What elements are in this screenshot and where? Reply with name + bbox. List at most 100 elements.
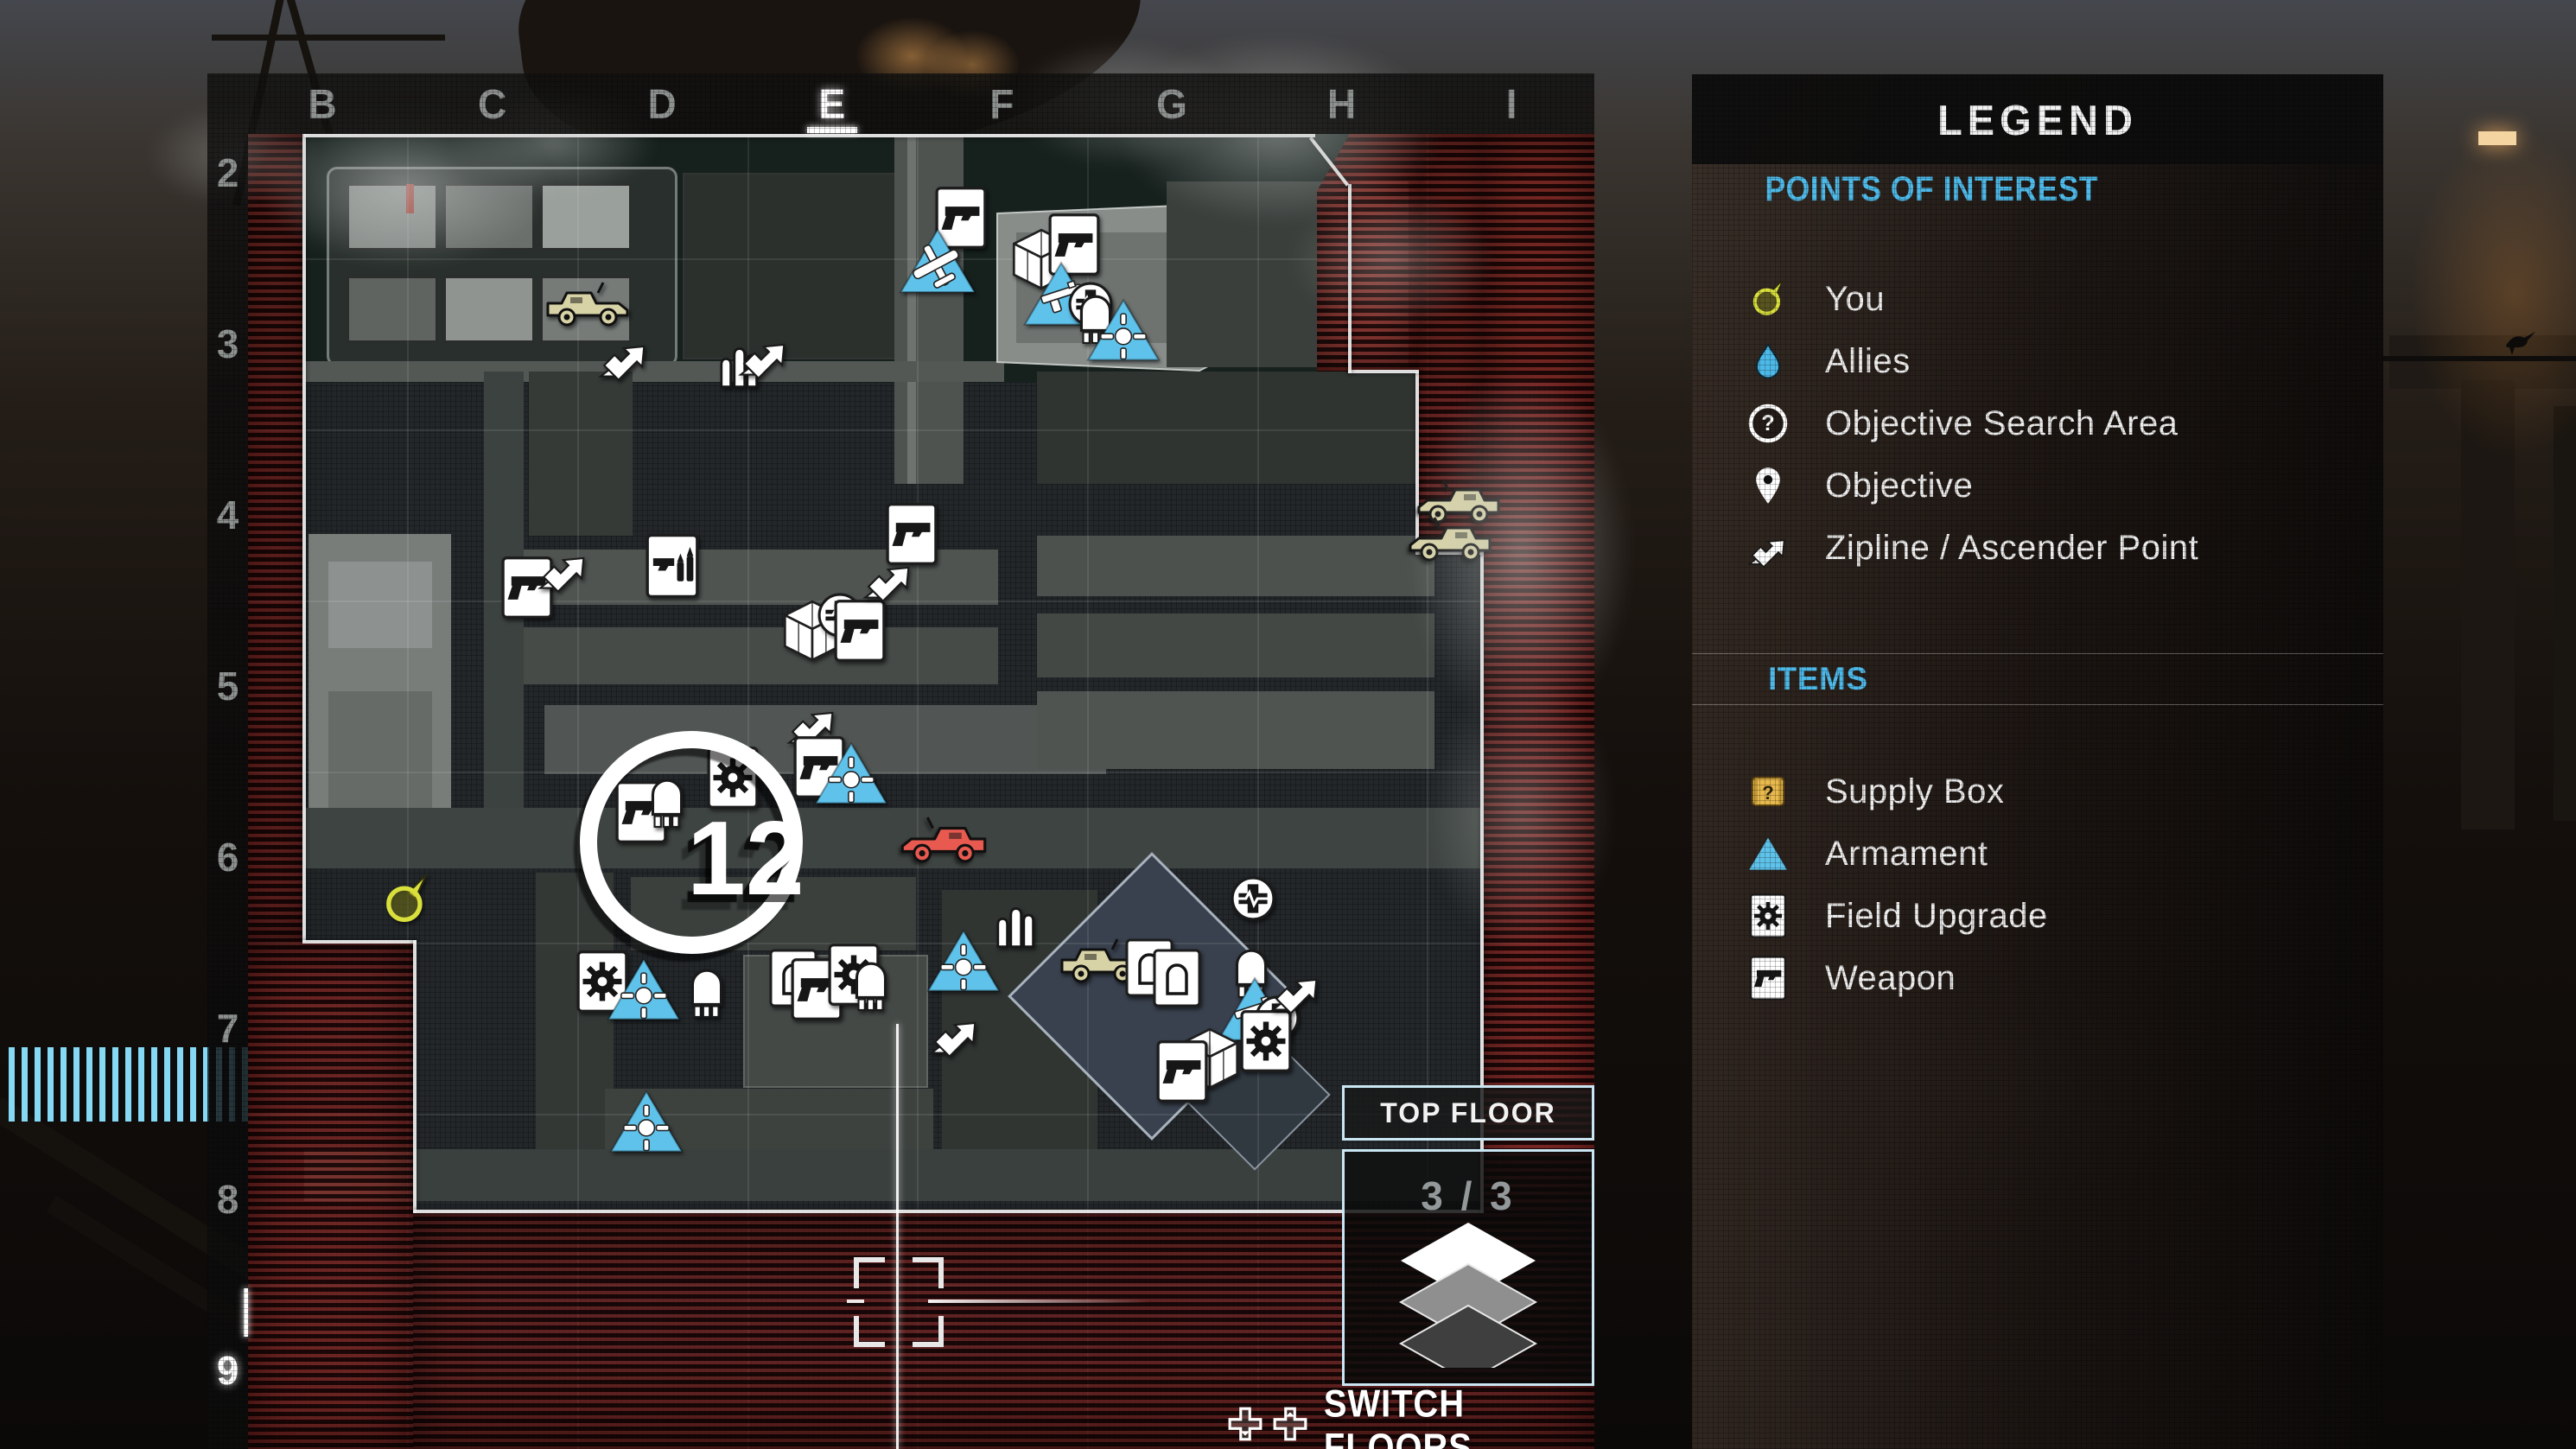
legend-item-label: You	[1825, 279, 1885, 318]
grid-row-4: 4	[216, 493, 239, 537]
map-icon-gear	[1240, 1009, 1292, 1077]
map-icon-tri-drone	[606, 956, 682, 1027]
grid-column-B: B	[308, 79, 337, 128]
grid-row-9: 9	[216, 1348, 239, 1393]
grid-column-E: E	[818, 79, 846, 128]
map-icon-tri-plane	[898, 226, 977, 301]
legend-item-label: Objective Search Area	[1825, 404, 2178, 442]
svg-text:?: ?	[1761, 411, 1774, 435]
map-icon-bullets	[990, 900, 1035, 956]
legend-section-title: ITEMS	[1692, 653, 2383, 705]
grid-column-G: G	[1156, 79, 1187, 128]
grid-row-6: 6	[216, 835, 239, 880]
map-icon-tri-drone	[813, 740, 889, 811]
legend-item-label: Objective	[1825, 466, 1974, 505]
floor-indicator: 3 / 3	[1342, 1149, 1594, 1386]
objective-search-area-marker: 12	[580, 731, 805, 954]
legend-header: LEGEND	[1692, 74, 2383, 164]
legend-item-field-upgrade: Field Upgrade	[1692, 885, 2383, 947]
objective-search-area-icon: ?	[1746, 403, 1790, 444]
map-icon-truck-tan	[544, 281, 631, 332]
map-icon-truck-tan	[1407, 516, 1493, 567]
grid-row-8: 8	[216, 1177, 239, 1222]
map-icon-zipline	[598, 330, 650, 386]
map-icon-plate	[851, 958, 891, 1016]
map-icon-zipline	[929, 1007, 981, 1063]
allies-icon	[1746, 342, 1790, 380]
grid-row-5: 5	[216, 664, 239, 709]
legend-item-objective: Objective	[1692, 454, 2383, 517]
map-icon-zipline	[537, 542, 589, 598]
legend-item-supply-box: ? Supply Box	[1692, 760, 2383, 823]
cursor-vertical-line	[896, 1024, 899, 1449]
switch-floors-label: SWITCH FLOORS	[1323, 1382, 1472, 1449]
zipline-icon	[1746, 525, 1790, 570]
legend-item-armament: Armament	[1692, 823, 2383, 885]
map-icon-tri-drone	[608, 1088, 684, 1160]
dpad-up-icon	[1272, 1406, 1308, 1446]
map-icon-tri-drone	[1085, 296, 1161, 368]
search-area-count: 12	[687, 799, 805, 917]
legend-item-weapon: Weapon	[1692, 947, 2383, 1009]
weapon-icon	[1746, 956, 1790, 1001]
grid-column-F: F	[989, 79, 1014, 128]
legend-item-objective-search-area: ? Objective Search Area	[1692, 392, 2383, 454]
map-icon-weapon	[834, 599, 886, 667]
legend-item-label: Supply Box	[1825, 772, 2005, 810]
grid-column-C: C	[477, 79, 507, 128]
grid-column-I: I	[1505, 79, 1517, 128]
grid-row-7: 7	[216, 1006, 239, 1051]
map-icon-weapon	[1156, 1039, 1208, 1108]
map-icon-weapon	[886, 502, 938, 570]
legend-item-label: Armament	[1825, 834, 1988, 873]
grid-row-3: 3	[216, 321, 239, 366]
map-icon-armor	[1153, 948, 1201, 1013]
legend-item-label: Allies	[1825, 341, 1911, 380]
legend-item-label: Field Upgrade	[1825, 896, 2048, 935]
field-upgrade-icon	[1746, 893, 1790, 938]
active-column-cursor	[806, 127, 857, 133]
map-icon-plate	[1231, 945, 1271, 1003]
map-icon-zipline	[738, 328, 790, 384]
dock-lamp	[2478, 131, 2516, 145]
legend-item-you: You	[1692, 268, 2383, 330]
map-icon-plate	[687, 965, 727, 1023]
bird-silhouette	[2506, 332, 2535, 355]
map-icon-weapon	[935, 186, 987, 254]
map-icon-weapon	[793, 735, 845, 804]
legend-item-allies: Allies	[1692, 330, 2383, 392]
you-marker-icon	[1746, 276, 1790, 321]
cursor-horizontal-stub	[847, 1300, 864, 1303]
legend-item-zipline-ascender-point: Zipline / Ascender Point	[1692, 517, 2383, 579]
floor-stack-icon	[1398, 1223, 1538, 1368]
switch-floors-control[interactable]: SWITCH FLOORS	[1227, 1382, 1590, 1449]
grid-column-D: D	[647, 79, 677, 128]
legend-title: LEGEND	[1937, 95, 2138, 143]
map-icon-ammo	[646, 533, 699, 603]
map-icon-you	[378, 873, 434, 932]
map-icon-zipline	[862, 551, 914, 607]
legend-section-title: POINTS OF INTEREST	[1765, 169, 2099, 208]
floor-panel-header: TOP FLOOR	[1342, 1085, 1594, 1141]
armament-icon	[1746, 831, 1790, 876]
objective-icon	[1746, 466, 1790, 505]
cursor-horizontal-line	[928, 1300, 1149, 1303]
map-icon-tri-drone	[925, 927, 1002, 999]
map-icon-truck-red	[899, 816, 989, 868]
cursor-bracket-reticle	[854, 1257, 944, 1347]
legend-item-label: Weapon	[1825, 958, 1956, 997]
floor-count: 3 / 3	[1421, 1173, 1516, 1218]
map-icon-gear	[576, 950, 628, 1018]
map-icon-med	[1230, 875, 1276, 926]
dpad-down-icon	[1227, 1406, 1263, 1446]
map-icon-zipline	[1270, 963, 1322, 1020]
svg-text:?: ?	[1762, 782, 1773, 804]
map-icon-weapon	[501, 556, 553, 624]
floor-panel-title: TOP FLOOR	[1380, 1096, 1556, 1128]
supply-box-icon: ?	[1746, 771, 1790, 812]
